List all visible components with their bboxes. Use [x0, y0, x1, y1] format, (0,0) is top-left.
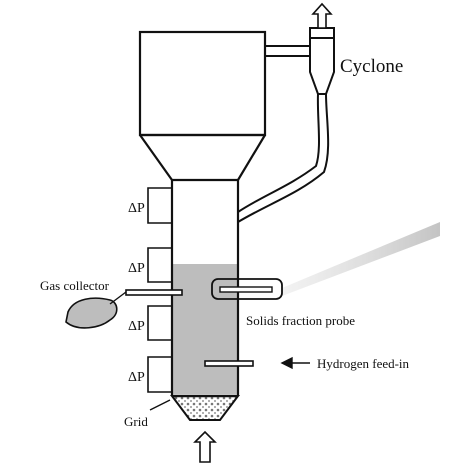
- delta-p-label-1: ΔP: [128, 201, 145, 216]
- hydrogen-feed-tube: [204, 360, 254, 367]
- delta-p-label-3: ΔP: [128, 319, 145, 334]
- pressure-tap-4: [147, 356, 172, 393]
- cyclone-outlet-arrow-icon: [311, 2, 333, 29]
- freeboard-chamber: [138, 30, 267, 137]
- light-beam: [282, 222, 440, 296]
- gas-collector-label: Gas collector: [40, 278, 110, 293]
- fluidized-bed: [172, 264, 238, 394]
- inlet-arrow-icon: [193, 430, 217, 463]
- gas-collector-tube: [125, 289, 183, 296]
- grid-leader: [149, 399, 171, 411]
- hydrogen-feed-label: Hydrogen feed-in: [317, 356, 410, 371]
- outlet-pipe: [265, 45, 310, 57]
- grid-distributor: [170, 395, 240, 421]
- hydrogen-arrow-icon: [280, 356, 310, 370]
- pressure-tap-2: [147, 247, 172, 283]
- grid-label: Grid: [124, 414, 148, 429]
- pressure-tap-1: [147, 187, 172, 224]
- gas-collector-bag: [65, 297, 118, 329]
- delta-p-label-2: ΔP: [128, 261, 145, 276]
- solids-probe-label: Solids fraction probe: [246, 313, 355, 328]
- pressure-tap-3: [147, 305, 172, 341]
- cyclone-body: [309, 37, 335, 95]
- return-leg: [237, 93, 330, 223]
- delta-p-label-4: ΔP: [128, 370, 145, 385]
- solids-probe-housing: [211, 278, 283, 300]
- gas-collector-link: [109, 291, 127, 305]
- solids-probe-rod: [219, 286, 273, 293]
- cyclone-label: Cyclone: [340, 56, 403, 77]
- conical-transition: [139, 133, 266, 181]
- cyclone-top: [309, 27, 335, 39]
